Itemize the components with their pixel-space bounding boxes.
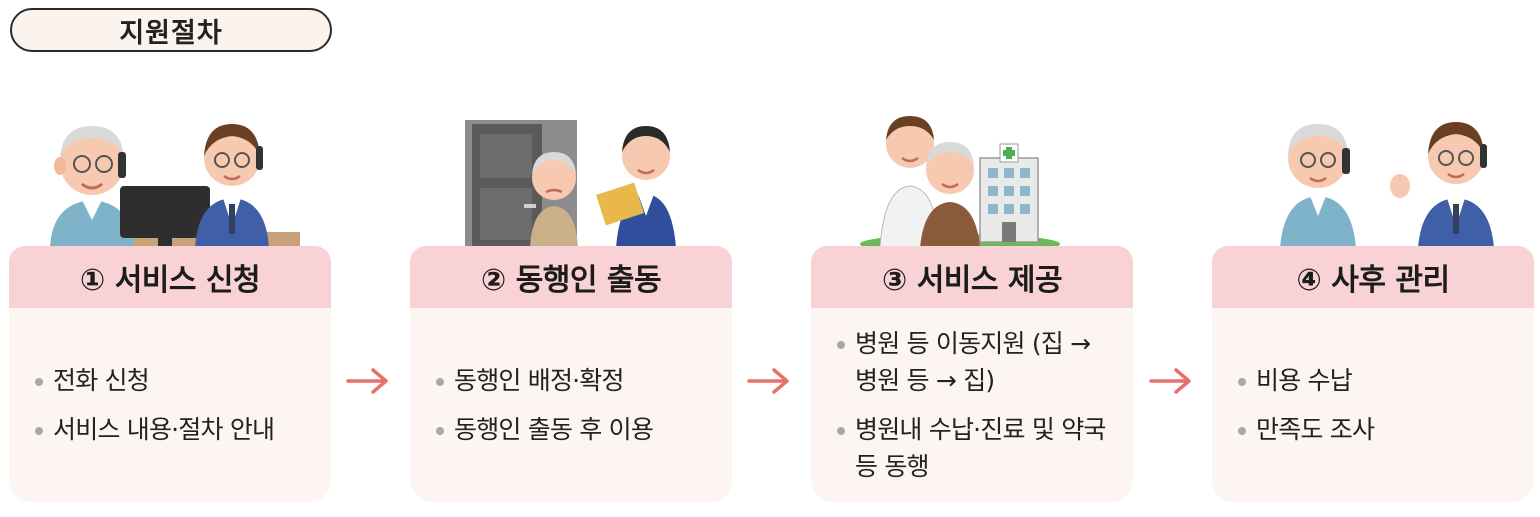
step-1-item: 서비스 내용·절차 안내 bbox=[35, 411, 313, 448]
step-1-header: ① 서비스 신청 bbox=[9, 246, 331, 308]
step-4-item: 비용 수납 bbox=[1238, 362, 1516, 399]
right-arrow-icon bbox=[346, 368, 388, 394]
step-3-body: 병원 등 이동지원 (집 → 병원 등 → 집) 병원내 수납·진료 및 약국등… bbox=[811, 308, 1133, 502]
right-arrow-icon bbox=[747, 368, 789, 394]
step-3-item: 병원내 수납·진료 및 약국등 동행 bbox=[837, 411, 1115, 485]
step-4-item: 만족도 조사 bbox=[1238, 411, 1516, 448]
step-4-header: ④ 사후 관리 bbox=[1212, 246, 1534, 308]
step-3-card: ③ 서비스 제공 병원 등 이동지원 (집 → 병원 등 → 집) 병원내 수납… bbox=[811, 246, 1133, 502]
step-4-card: ④ 사후 관리 비용 수납 만족도 조사 bbox=[1212, 246, 1534, 502]
step-2-header: ② 동행인 출동 bbox=[410, 246, 732, 308]
follow-up-phone-call-illustration bbox=[1280, 122, 1494, 248]
step-3-item: 병원 등 이동지원 (집 → 병원 등 → 집) bbox=[837, 325, 1115, 399]
companion-with-elder-at-hospital-illustration bbox=[860, 116, 1060, 248]
step-2-card: ② 동행인 출동 동행인 배정·확정 동행인 출동 후 이용 bbox=[410, 246, 732, 502]
step-2-item: 동행인 출동 후 이용 bbox=[436, 411, 714, 448]
step-1-item: 전화 신청 bbox=[35, 362, 313, 399]
step-2-body: 동행인 배정·확정 동행인 출동 후 이용 bbox=[410, 308, 732, 502]
page-title: 지원절차 bbox=[10, 8, 332, 52]
step-1-body: 전화 신청 서비스 내용·절차 안내 bbox=[9, 308, 331, 502]
step-1-card: ① 서비스 신청 전화 신청 서비스 내용·절차 안내 bbox=[9, 246, 331, 502]
companion-at-door-illustration bbox=[465, 120, 676, 248]
step-4-body: 비용 수납 만족도 조사 bbox=[1212, 308, 1534, 502]
elder-and-operator-on-phone-illustration bbox=[50, 124, 300, 248]
step-2-item: 동행인 배정·확정 bbox=[436, 362, 714, 399]
step-3-header: ③ 서비스 제공 bbox=[811, 246, 1133, 308]
right-arrow-icon bbox=[1149, 368, 1191, 394]
